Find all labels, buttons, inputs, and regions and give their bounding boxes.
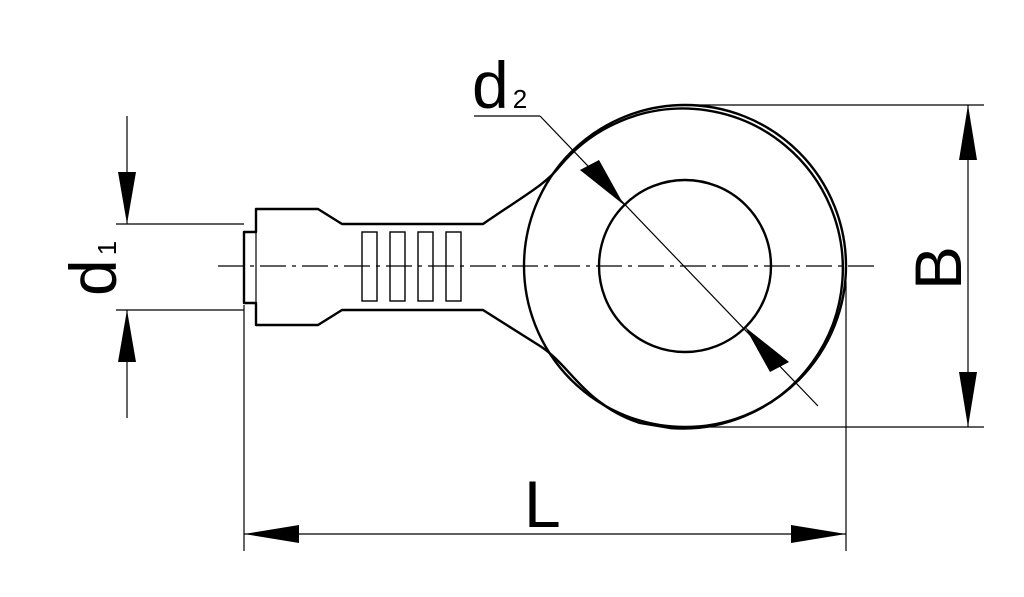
label-d1: d1 [56,241,130,296]
b-arrow-bottom [959,372,977,427]
d1-arrow-bottom [118,310,136,362]
b-arrow-top [959,105,977,160]
terminal-body-outline [242,107,844,430]
l-arrow-right [791,525,846,543]
l-arrow-left [244,525,299,543]
label-l: L [524,467,561,541]
d1-arrow-top [118,172,136,224]
label-b: B [901,246,975,290]
svg-text:B: B [901,246,975,290]
d2-arrow-outer [580,160,624,205]
svg-text:d1: d1 [56,241,130,296]
d2-arrow-inner [745,327,789,372]
